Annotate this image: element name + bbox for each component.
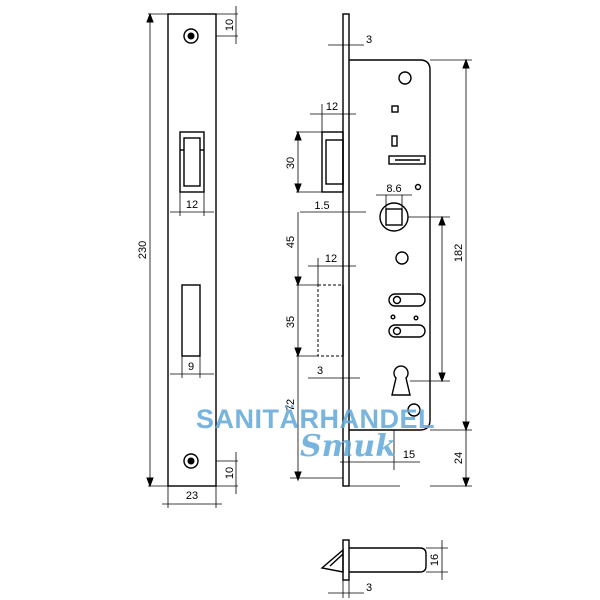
dim-latch-projection: 12: [326, 101, 338, 113]
guide-slot-2: [388, 324, 426, 338]
dim-backset-spacing: 45: [285, 236, 297, 248]
lock-case-body: [349, 59, 431, 431]
latch-bolt: [321, 131, 344, 193]
switch-slot: [388, 155, 426, 165]
keyhole-cylinder: [391, 365, 411, 396]
faceplate-edge: [342, 13, 350, 487]
dim-spindle-square: 8.6: [386, 183, 401, 195]
spindle-square: [385, 208, 403, 226]
dim-distance-72: 72: [285, 399, 297, 411]
latch-detail-bevel: [320, 548, 344, 573]
case-screw-hole-bottom: [407, 403, 421, 417]
faceplate-top-screw-hole: [183, 28, 199, 44]
dim-latch-height: 30: [285, 157, 297, 169]
faceplate-bottom-screw-hole: [183, 453, 199, 469]
dim-bottom-hole: 10: [224, 467, 236, 479]
dim-bottom-offset: 24: [453, 452, 465, 464]
dim-bolt-projection: 12: [325, 253, 337, 265]
latch-opening: [179, 131, 205, 193]
dim-spindle-offset: 1.5: [314, 200, 329, 212]
latch-detail-plate: [342, 539, 350, 581]
faceplate-front-view: [167, 13, 217, 487]
latch-head-detail: 16 3: [320, 539, 448, 598]
dim-bolt-opening-width: 9: [188, 361, 194, 373]
latch-detail-body: [349, 547, 427, 573]
dim-top-hole: 10: [224, 19, 236, 31]
dim-case-offset: 15: [403, 449, 415, 461]
faceplate-dimensions: 230 10 10 12 9 23: [137, 6, 238, 508]
case-screw-hole-top: [398, 71, 412, 85]
dim-faceplate-width: 23: [186, 490, 198, 502]
guide-slot-1: [388, 293, 426, 307]
dim-bolt-height: 35: [285, 316, 297, 328]
dim-bolt-throw: 3: [317, 365, 323, 377]
brand-watermark: SANITÄRHANDEL Smuk: [196, 404, 435, 464]
watermark-brand-line1: SANITÄRHANDEL: [196, 404, 435, 434]
dim-latch-opening-width: 12: [186, 199, 198, 211]
dead-bolt: [317, 284, 344, 357]
dim-faceplate-length: 230: [137, 241, 149, 259]
dim-case-height: 182: [453, 244, 465, 262]
dim-latch-head-thickness: 3: [366, 582, 372, 594]
lock-case-dimensions: 3 12 30 1.5 8.6 45 12 35: [285, 30, 472, 488]
case-screw-hole-middle: [395, 251, 409, 265]
dim-latch-head-height: 16: [429, 554, 441, 566]
bolt-opening: [181, 284, 201, 357]
dim-plate-thickness-top: 3: [366, 34, 372, 46]
watermark-brand-line2: Smuk: [300, 429, 396, 464]
lock-case-side-view: [317, 13, 431, 487]
faceplate-outline: [167, 13, 217, 487]
